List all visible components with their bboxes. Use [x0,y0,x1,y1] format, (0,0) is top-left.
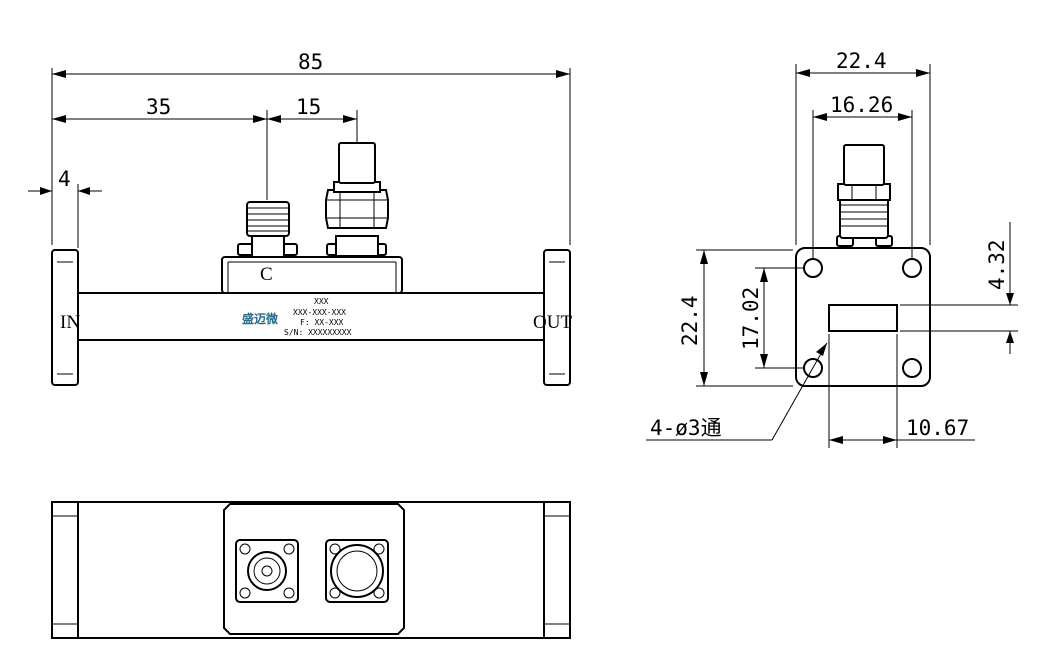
coupled-port-label: C [260,264,273,285]
input-port-label: IN [60,312,80,333]
nameplate-line1: XXX [314,297,329,306]
waveguide-aperture [828,304,898,332]
dim-bolt-spacing-h: 16.26 [812,93,913,259]
top-view [51,501,571,639]
top-connector-coupled [235,539,299,603]
dim-bolt-spacing-v: 17.02 [739,267,804,369]
top-connector-main [325,539,389,603]
dim-coupler-offset: 35 [52,95,268,200]
dim-aperture-width: 10.67 [828,334,975,448]
dim-connector-spacing: 15 [267,95,358,143]
svg-text:22.4: 22.4 [836,49,887,73]
bolt-hole-br [902,358,922,378]
svg-text:16.26: 16.26 [830,93,893,117]
dim-flange-width: 22.4 [795,49,931,245]
dim-flange-thickness: 4 [28,167,102,248]
svg-text:10.67: 10.67 [906,416,969,440]
dim-flange-height: 22.4 [678,249,793,387]
sma-connector-coupled [237,201,298,258]
nameplate-line2: XXX-XXX-XXX [293,308,346,317]
brand-logo: 盛迈微 [242,311,279,326]
holes-note: 4-ø3通 [646,342,828,441]
coupler-block [221,256,403,294]
side-view: 22.4 16.26 22.4 17.02 [646,49,1018,448]
svg-text:22.4: 22.4 [678,295,702,346]
svg-text:15: 15 [296,95,321,119]
dim-aperture-height: 4.32 [900,222,1018,354]
left-flange [51,249,79,386]
dim-overall-length: 85 [51,50,571,245]
svg-text:35: 35 [146,95,171,119]
right-flange [543,249,571,386]
svg-text:4-ø3通: 4-ø3通 [650,416,722,440]
sma-connector-main [325,142,389,257]
svg-text:85: 85 [298,50,323,74]
svg-text:4: 4 [58,167,71,191]
output-port-label: OUT [533,312,572,333]
nameplate-line3: F: XX-XXX [300,318,344,327]
svg-text:17.02: 17.02 [739,287,763,350]
svg-text:4.32: 4.32 [985,239,1009,290]
side-connector [836,144,893,247]
nameplate-line4: S/N: XXXXXXXXX [284,328,352,337]
front-view: C IN OUT 盛迈微 XXX XXX-XXX-XXX F: XX-XXX S… [28,50,572,386]
